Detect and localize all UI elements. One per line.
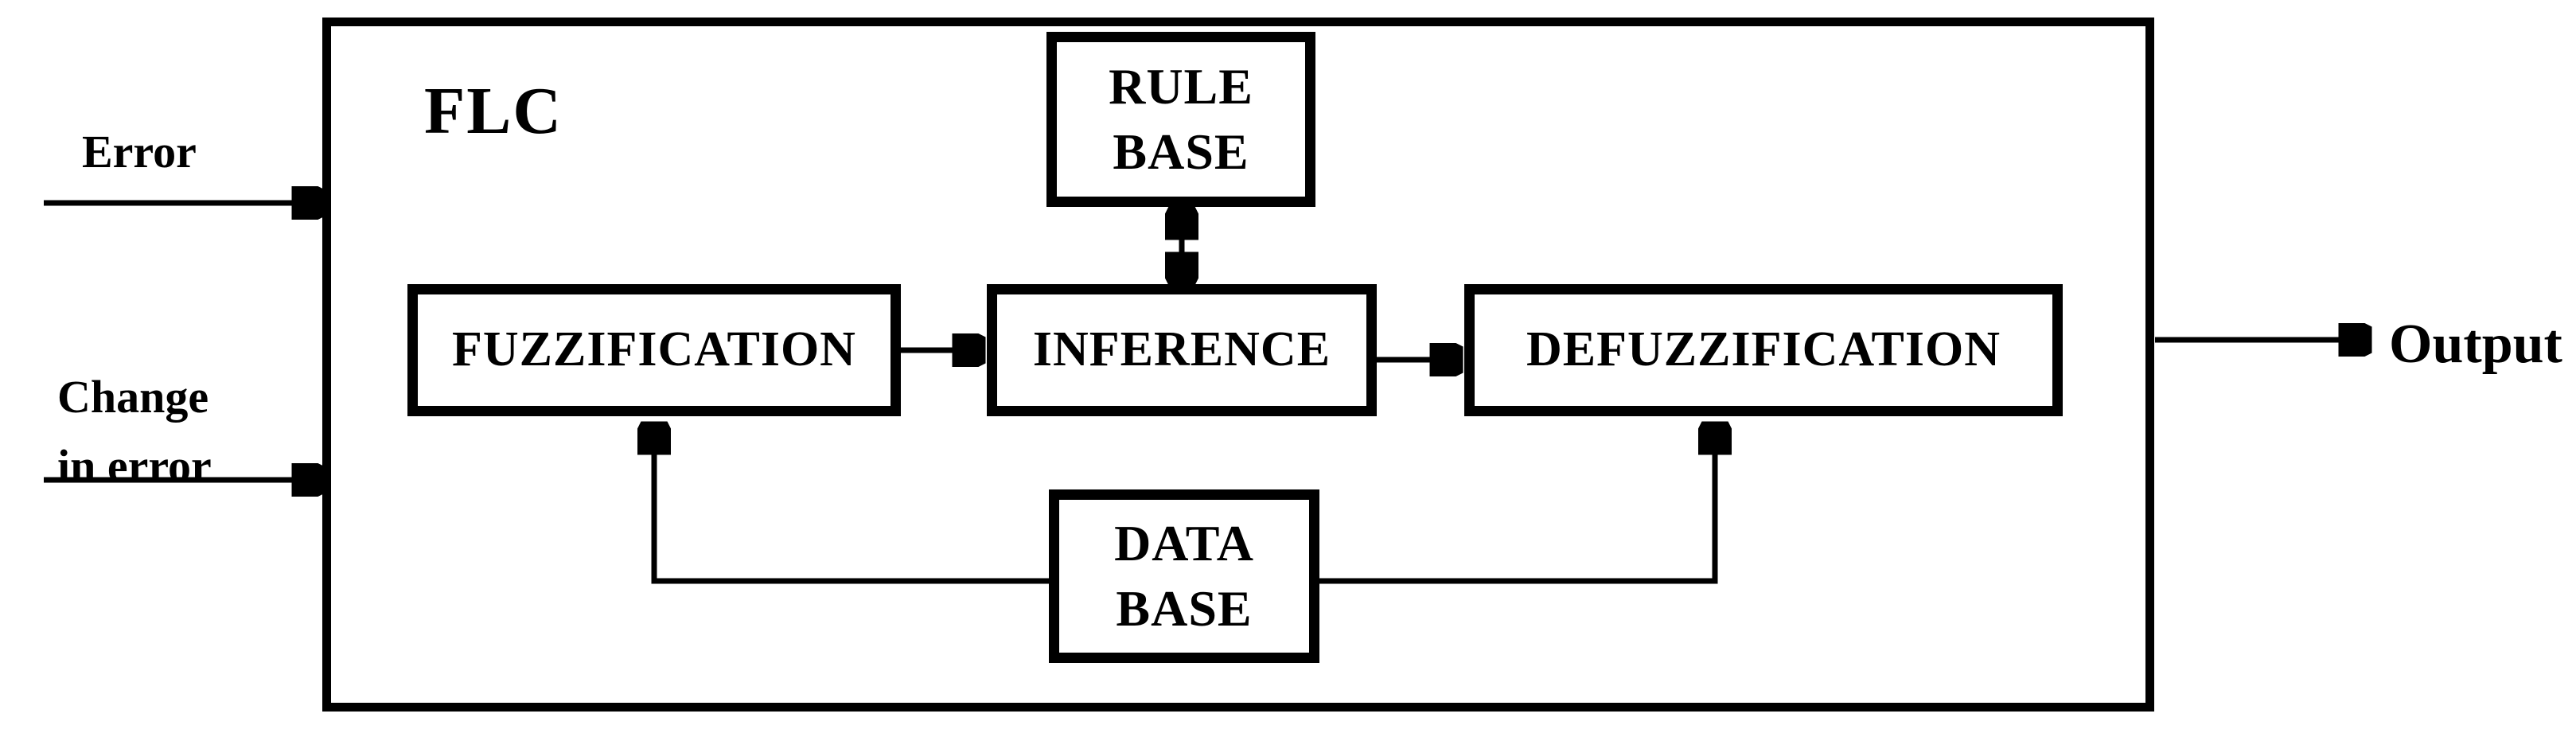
inference-label: INFERENCE — [1032, 322, 1331, 377]
data-base-label-line1: DATA — [1114, 515, 1254, 572]
output-label: Output — [2389, 314, 2562, 375]
rule-base-label-line2: BASE — [1113, 123, 1249, 180]
fuzzification-label: FUZZIFICATION — [452, 322, 856, 377]
data-base-label-line2: BASE — [1116, 580, 1253, 637]
data-base-block: DATA BASE — [1049, 489, 1319, 663]
change-in-error-line2: in error — [57, 440, 212, 492]
fuzzification-block: FUZZIFICATION — [407, 284, 901, 416]
change-in-error-line1: Change — [57, 371, 209, 423]
rule-base-block: RULE BASE — [1046, 32, 1315, 207]
error-input-label: Error — [82, 126, 197, 177]
change-in-error-input-label: Change in error — [57, 362, 212, 501]
flc-title: FLC — [424, 74, 563, 148]
defuzzification-label: DEFUZZIFICATION — [1526, 322, 2001, 377]
defuzzification-block: DEFUZZIFICATION — [1464, 284, 2063, 416]
rule-base-label-line1: RULE — [1109, 58, 1253, 115]
inference-block: INFERENCE — [987, 284, 1377, 416]
